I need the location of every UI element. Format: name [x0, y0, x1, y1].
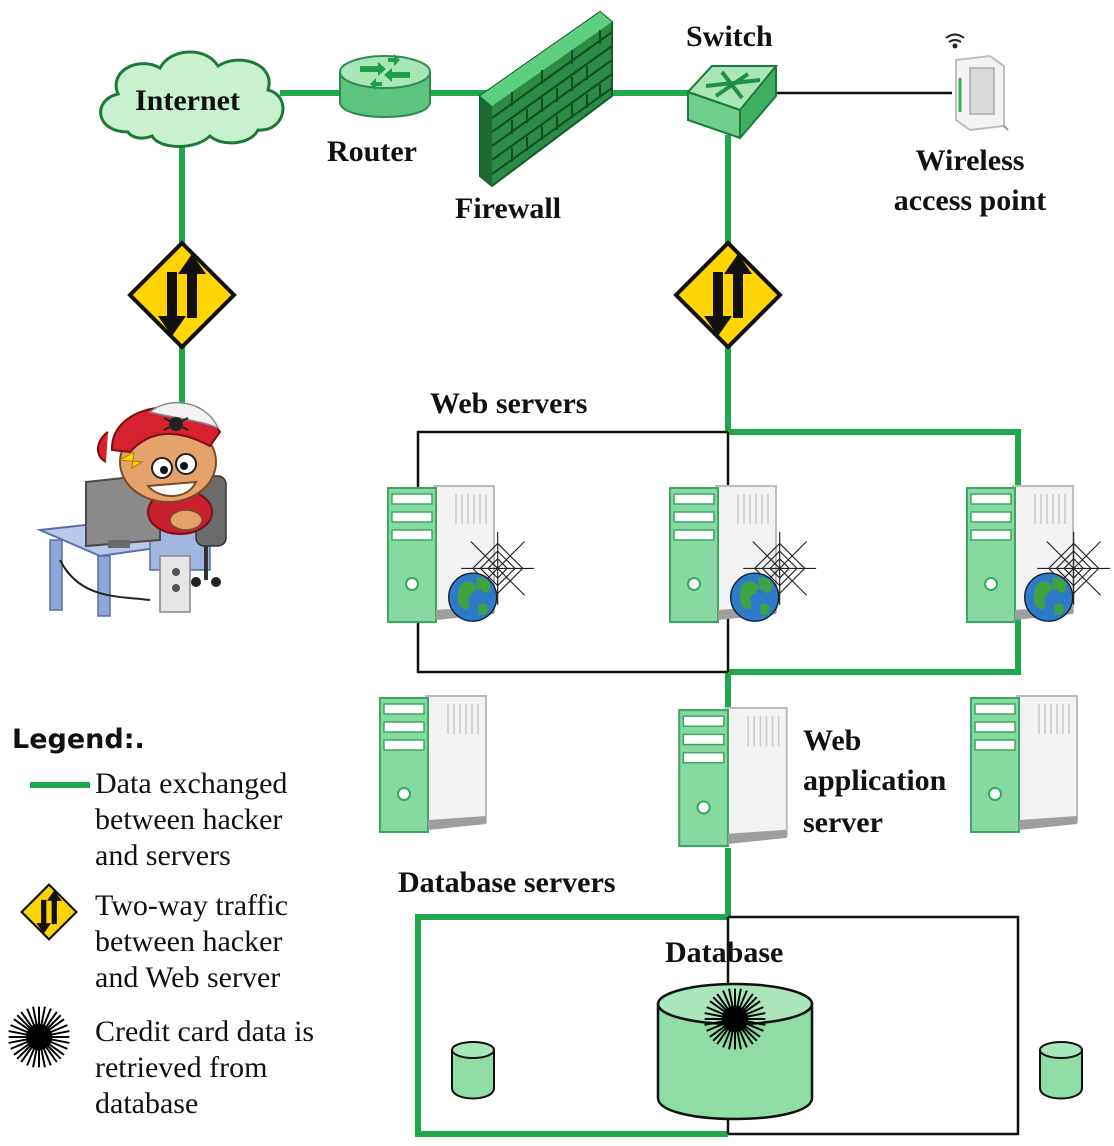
two-way-traffic-sign-icon	[128, 241, 236, 349]
database-server-1-icon	[378, 694, 488, 834]
hacker-icon	[36, 401, 227, 617]
wireless-label-line1: Wireless	[915, 144, 1025, 177]
legend-line: Two-way traffic	[95, 889, 289, 922]
web-app-server-label-line3: server	[803, 806, 883, 839]
legend-line: database	[95, 1087, 199, 1120]
legend-item-credit-card-data: Credit card data is retrieved from datab…	[95, 1014, 314, 1122]
router-label: Router	[327, 135, 417, 168]
link-db-ring	[415, 914, 728, 1137]
wireless-label-line2: access point	[893, 184, 1047, 217]
internet-label: Internet	[135, 84, 240, 117]
db-servers-box	[728, 915, 1020, 1136]
web-app-server-label-line1: Web	[803, 724, 862, 757]
legend-line: between hacker	[95, 925, 283, 958]
database-server-2-cylinder-icon	[1039, 1041, 1083, 1100]
legend-title: Legend:.	[12, 724, 145, 755]
legend-item-two-way-traffic: Two-way traffic between hacker and Web s…	[95, 888, 288, 996]
firewall-label: Firewall	[455, 192, 562, 225]
database-label: Database	[665, 936, 784, 969]
credit-card-breach-starburst-icon	[703, 987, 767, 1051]
switch-icon	[686, 65, 779, 140]
router-icon	[339, 54, 431, 118]
database-server-2-icon	[969, 694, 1079, 834]
legend-line: and Web server	[95, 961, 281, 994]
web-servers-label: Web servers	[430, 387, 588, 420]
legend-line: Data exchanged	[95, 767, 288, 800]
legend-line: retrieved from	[95, 1051, 268, 1084]
legend-line: and servers	[95, 839, 231, 872]
wireless-access-point-icon	[945, 33, 1009, 132]
legend-starburst-icon	[7, 1005, 71, 1069]
legend-line: Credit card data is	[95, 1015, 315, 1048]
web-app-server-label-line2: application	[803, 764, 947, 797]
two-way-traffic-sign-icon	[674, 241, 782, 349]
legend-item-data-exchanged: Data exchanged between hacker and server…	[95, 766, 287, 874]
switch-label: Switch	[686, 20, 773, 53]
data-links	[179, 90, 1021, 1137]
legend-line: between hacker	[95, 803, 283, 836]
internet-cloud-icon	[99, 50, 285, 148]
database-servers-label: Database servers	[398, 866, 616, 899]
database-server-1-cylinder-icon	[451, 1041, 495, 1100]
web-application-server-icon	[678, 707, 788, 847]
legend-two-way-traffic-sign-icon	[20, 883, 78, 941]
firewall-icon	[479, 10, 613, 188]
